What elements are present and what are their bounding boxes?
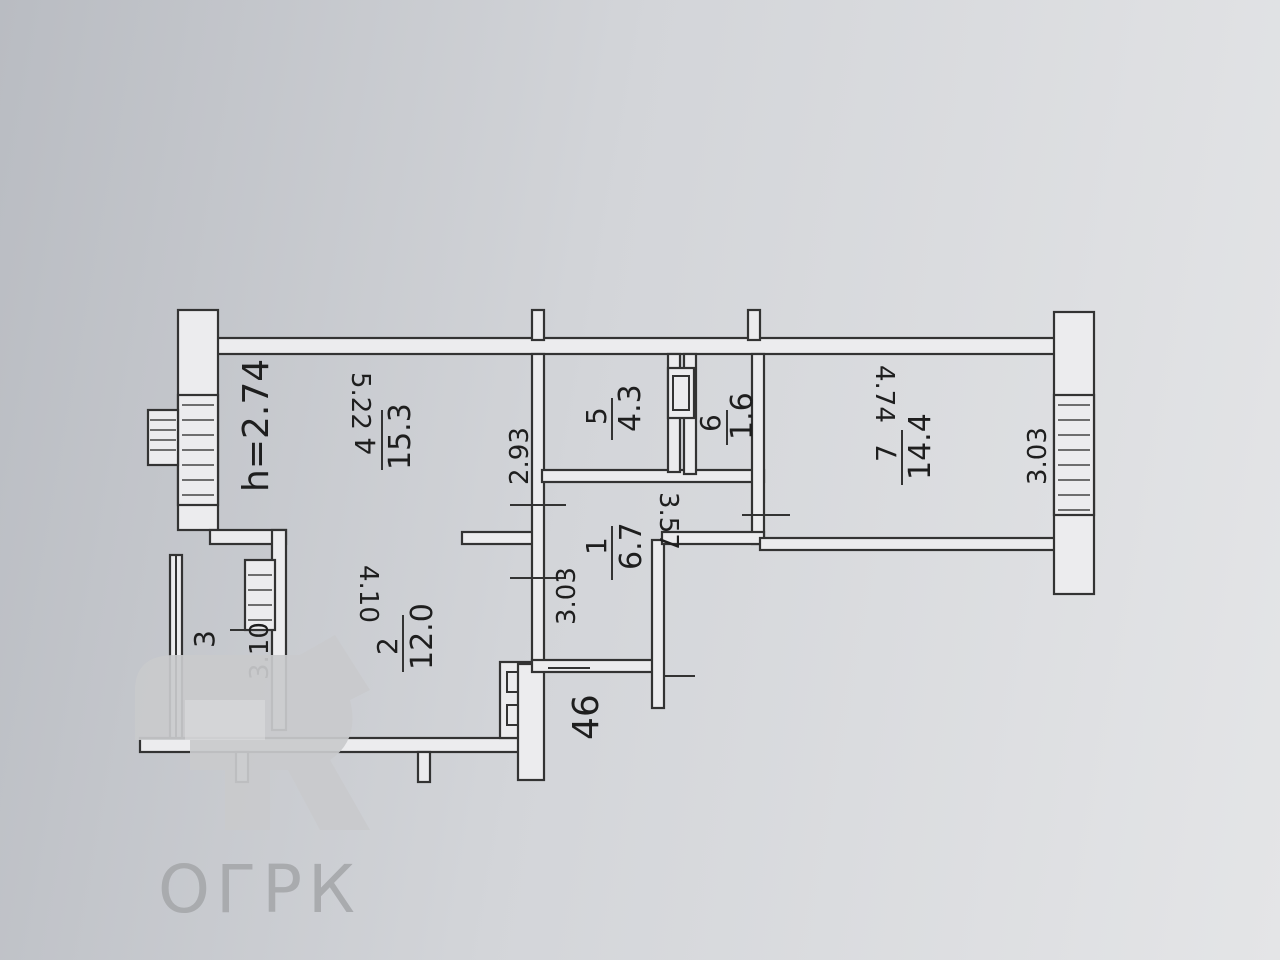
bathtub <box>666 366 696 420</box>
room-area: 4.3 <box>613 384 648 432</box>
hall-bottom-wall <box>530 658 664 674</box>
room-number: 2 <box>371 637 404 655</box>
ceiling-height: h=2.74 <box>236 359 277 492</box>
room-number: 1 <box>580 537 613 555</box>
entrance-wall <box>650 538 666 710</box>
room-number: 6 <box>694 414 727 432</box>
room-3-label: 3 <box>188 630 221 648</box>
room-area: 14.4 <box>903 413 938 480</box>
dim-room7-width: 3.03 <box>1023 427 1053 485</box>
room-number: 3 <box>188 630 221 648</box>
room-1-label: 1 6.7 <box>580 522 649 570</box>
room-number: 5 <box>580 407 613 425</box>
window-right <box>1052 393 1096 517</box>
room-area: 15.3 <box>383 403 418 470</box>
room-4-label: 4 15.3 <box>349 403 418 470</box>
wall-stub <box>746 308 762 342</box>
room-area: 1.6 <box>725 392 760 440</box>
dim-hall-length: 3.57 <box>653 492 683 550</box>
wall-stub <box>530 308 546 342</box>
outer-wall-top <box>208 336 1062 356</box>
watermark-text: ОГРК <box>158 851 361 928</box>
wall-stub <box>416 750 432 784</box>
room-7-label: 7 14.4 <box>870 413 938 480</box>
partition-room2-top <box>460 530 544 546</box>
room-number: 4 <box>349 437 382 455</box>
ogrk-logo <box>135 635 370 830</box>
dim-room2-length: 4.10 <box>353 565 383 623</box>
window-left <box>176 393 220 507</box>
partition-hall-left <box>530 352 546 666</box>
room-6-label: 6 1.6 <box>694 392 760 440</box>
dim-room7-length: 4.74 <box>869 365 899 423</box>
bathroom-bottom-wall <box>540 468 766 484</box>
room7-bottom-wall <box>758 536 1062 552</box>
radiator <box>146 408 180 467</box>
svg-text:h=2.74: h=2.74 <box>236 359 277 492</box>
dim-room4-length: 5.22 <box>345 372 375 430</box>
room-number: 7 <box>870 444 903 462</box>
room-2-label: 2 12.0 <box>371 603 440 670</box>
entrance-label: 46 <box>566 694 607 740</box>
room-area: 12.0 <box>405 603 440 670</box>
room-area: 6.7 <box>614 522 649 570</box>
room-5-label: 5 4.3 <box>580 384 648 432</box>
dim-room4-width: 2.93 <box>505 427 535 485</box>
partition-room2-right <box>516 662 546 782</box>
dim-room2-width: 3.03 <box>552 567 582 625</box>
